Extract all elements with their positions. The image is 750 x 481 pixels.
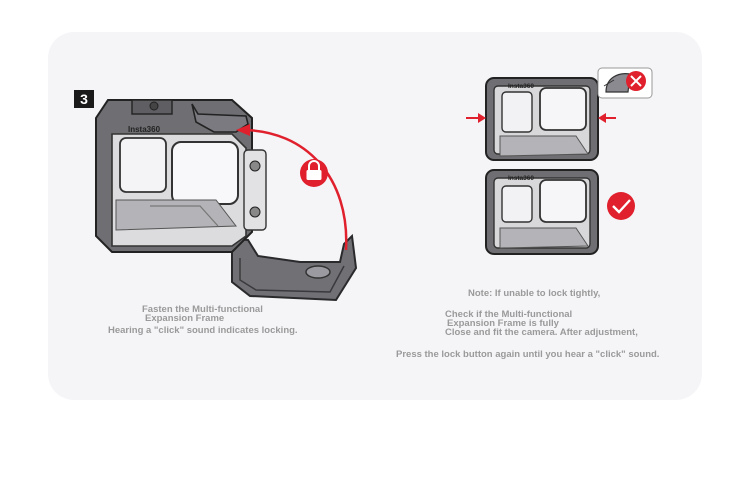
left-caption-line-2: Expansion Frame (145, 313, 225, 324)
camera-brand-label-top: Insta360 (508, 83, 534, 90)
right-caption-line-1: Note: If unable to lock tightly, (468, 288, 601, 299)
right-caption-line-2: Check if the Multi-functional (445, 309, 573, 320)
close-icon (626, 71, 646, 91)
arrow-right-icon (466, 113, 486, 123)
right-caption-line-5: Press the lock button again until you he… (396, 349, 660, 360)
step-number-badge: 3 (74, 90, 94, 108)
camera-brand-label: Insta360 (128, 125, 161, 134)
camera-unlocked-illustration (485, 77, 599, 161)
arrow-left-icon (598, 113, 616, 123)
left-caption-line-1: Fasten the Multi-functional (142, 304, 263, 315)
right-caption-line-3: Expansion Frame is fully (447, 318, 559, 329)
lock-icon (300, 159, 328, 187)
arrow-head-icon (236, 124, 250, 136)
camera-frame-illustration (95, 99, 358, 302)
check-icon (607, 192, 635, 220)
camera-locked-illustration (485, 169, 599, 255)
camera-brand-label-bottom: Insta360 (508, 175, 534, 182)
right-caption-line-4: Close and fit the camera. After adjustme… (445, 327, 638, 338)
left-caption-line-3: Hearing a "click" sound indicates lockin… (108, 325, 298, 336)
